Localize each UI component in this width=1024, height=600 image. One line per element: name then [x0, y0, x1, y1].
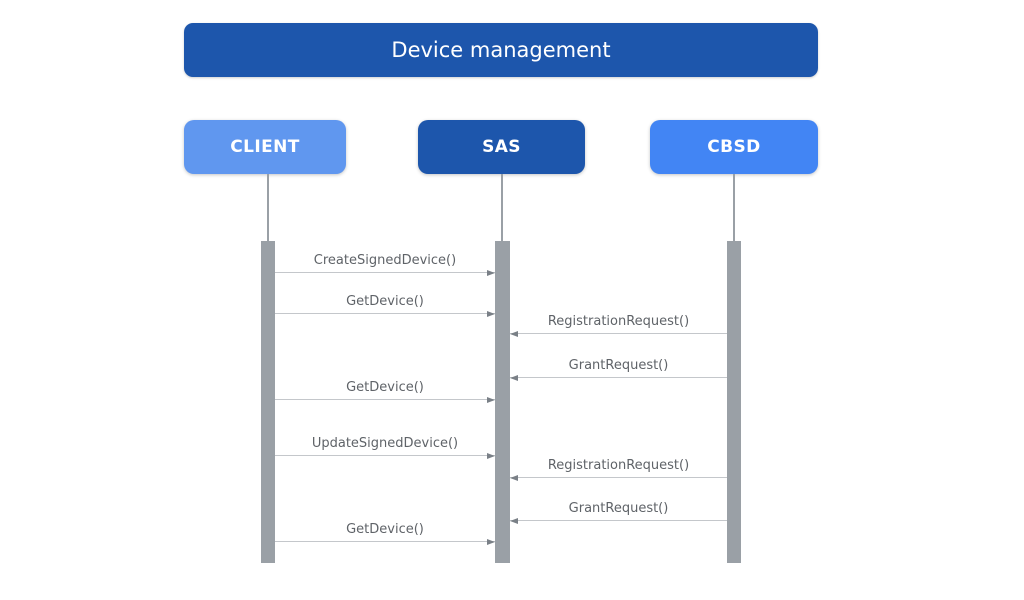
message-4-getdevice: GetDevice()	[275, 376, 495, 403]
lifeline-client	[267, 174, 269, 241]
activation-bar-sas	[495, 241, 510, 563]
message-7-grantrequest: GrantRequest()	[510, 497, 727, 524]
actor-sas: SAS	[418, 120, 585, 174]
message-label: GrantRequest()	[568, 358, 669, 373]
message-5-updatesigneddevice: UpdateSignedDevice()	[275, 432, 495, 459]
lifeline-cbsd	[733, 174, 735, 241]
message-arrow	[510, 518, 727, 524]
message-1-getdevice: GetDevice()	[275, 290, 495, 317]
message-3-grantrequest: GrantRequest()	[510, 354, 727, 381]
message-2-registrationrequest: RegistrationRequest()	[510, 310, 727, 337]
message-arrow	[510, 331, 727, 337]
message-arrow	[275, 453, 495, 459]
message-arrow	[275, 539, 495, 545]
message-label: GetDevice()	[346, 294, 424, 309]
message-arrow	[275, 270, 495, 276]
message-arrow	[510, 375, 727, 381]
message-arrow	[275, 397, 495, 403]
message-6-registrationrequest: RegistrationRequest()	[510, 454, 727, 481]
message-8-getdevice: GetDevice()	[275, 518, 495, 545]
message-label: UpdateSignedDevice()	[311, 436, 459, 451]
message-label: RegistrationRequest()	[547, 314, 690, 329]
message-label: GrantRequest()	[568, 501, 669, 516]
message-arrow	[510, 475, 727, 481]
message-arrow	[275, 311, 495, 317]
message-label: CreateSignedDevice()	[313, 253, 457, 268]
message-label: GetDevice()	[346, 380, 424, 395]
message-0-createsigneddevice: CreateSignedDevice()	[275, 249, 495, 276]
actor-cbsd: CBSD	[650, 120, 818, 174]
actor-client: CLIENT	[184, 120, 346, 174]
message-label: GetDevice()	[346, 522, 424, 537]
activation-bar-cbsd	[727, 241, 741, 563]
message-label: RegistrationRequest()	[547, 458, 690, 473]
lifeline-sas	[501, 174, 503, 241]
diagram-title: Device management	[184, 23, 818, 77]
activation-bar-client	[261, 241, 275, 563]
